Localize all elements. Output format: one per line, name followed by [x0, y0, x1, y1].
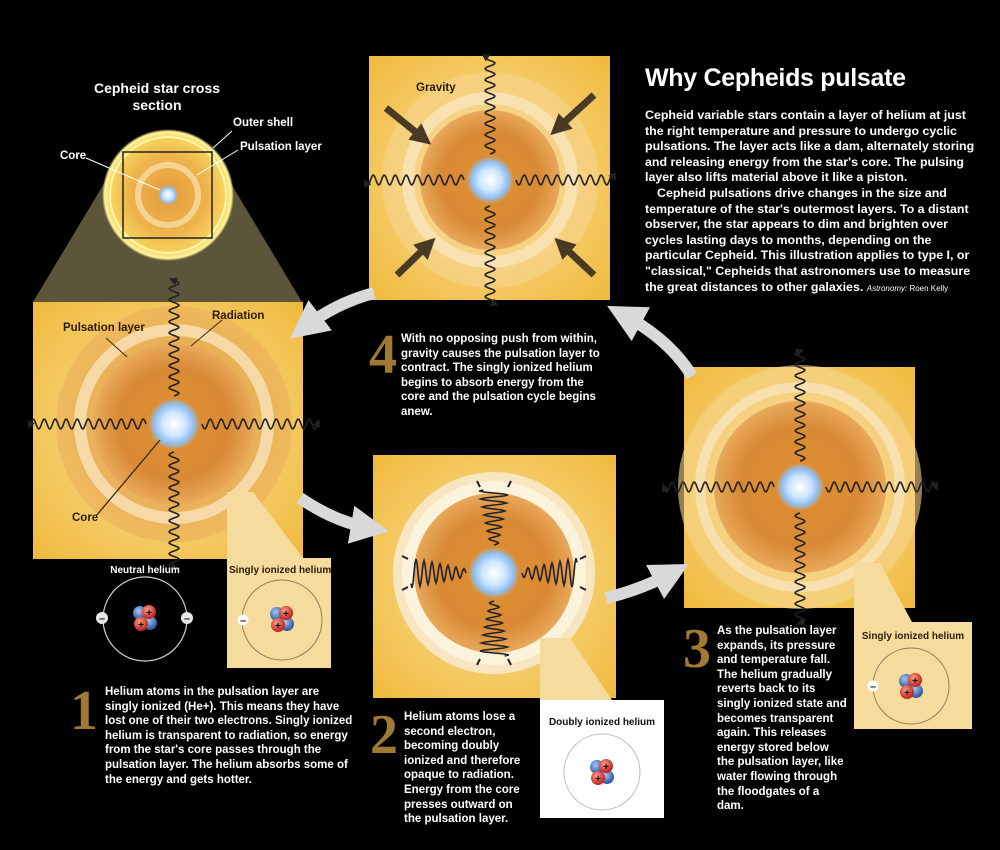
- proton: [134, 617, 148, 631]
- svg-text:–: –: [240, 615, 246, 627]
- proton-charge: +: [904, 688, 910, 699]
- neutral-helium-label: Neutral helium: [110, 565, 180, 576]
- inset-wedge-1: [227, 492, 303, 558]
- svg-text:–: –: [870, 681, 876, 693]
- proton-charge: +: [275, 621, 281, 632]
- proton: [271, 618, 285, 632]
- proton: [142, 605, 156, 619]
- trapped-radiation-wave: [477, 489, 510, 546]
- inset-box-doubly: [540, 700, 664, 818]
- wave-arrowhead: [579, 555, 587, 591]
- inset-wedge-2: [540, 638, 612, 700]
- radiation-wave: [364, 174, 465, 189]
- panel1-radiation-label: Radiation: [212, 310, 265, 322]
- step-2-text: Helium atoms lose a second electron, bec…: [404, 711, 521, 826]
- panel1-pulsation-label: Pulsation layer: [63, 322, 145, 334]
- cross-section-core-label: Core: [60, 150, 87, 162]
- proton-charge: +: [138, 620, 144, 631]
- cross-section-pulsation-label: Pulsation layer: [240, 141, 322, 153]
- radiation-wave: [201, 418, 321, 430]
- proton-charge: +: [603, 762, 609, 773]
- proton: [599, 759, 613, 773]
- outer-shell-label: Outer shell: [233, 117, 294, 129]
- credit-source: Astronomy:: [866, 283, 908, 293]
- trapped-radiation-wave: [521, 556, 578, 589]
- proton: [900, 685, 914, 699]
- panel1-core-label: Core: [72, 512, 99, 524]
- radiation-wave: [515, 171, 616, 186]
- radiation-wave: [481, 54, 496, 155]
- svg-text:–: –: [99, 613, 105, 625]
- radiation-wave: [794, 348, 806, 462]
- proton: [591, 771, 605, 785]
- credit: Astronomy: Roen Kelly: [867, 284, 948, 293]
- step-3-text: As the pulsation layer expands, its pres…: [717, 625, 847, 813]
- cross-section-title: Cepheid star cross section: [93, 80, 221, 113]
- proton-charge: +: [595, 774, 601, 785]
- doubly-ionized-label: Doubly ionized helium: [548, 717, 656, 728]
- trapped-radiation-wave: [478, 600, 511, 657]
- cycle-arrows: [289, 287, 698, 604]
- proton-charge: +: [912, 676, 918, 687]
- cross-section-star: [33, 129, 302, 302]
- radiation-wave: [794, 512, 806, 626]
- panel-4-contract: [364, 54, 616, 306]
- radiation-wave: [168, 277, 180, 397]
- step-4-number: 4: [369, 324, 397, 386]
- singly-ionized-atom: ++ –: [237, 579, 323, 661]
- credit-name: Roen Kelly: [909, 283, 949, 293]
- trapped-radiation-wave: [410, 557, 467, 590]
- radiation-wave: [825, 481, 939, 493]
- proton-charge: +: [283, 609, 289, 620]
- step-2-number: 2: [370, 704, 398, 766]
- step-1-number: 1: [70, 680, 98, 742]
- proton: [908, 673, 922, 687]
- panel-3-expanded: [661, 348, 939, 626]
- wave-arrowhead: [476, 658, 512, 666]
- svg-text:–: –: [184, 613, 190, 625]
- singly-ionized-label: Singly ionized helium: [229, 565, 332, 576]
- radiation-wave: [484, 205, 499, 306]
- singly-ionized-label-3: Singly ionized helium: [861, 631, 965, 642]
- proton-charge: +: [146, 608, 152, 619]
- radiation-wave: [27, 418, 147, 430]
- page-title: Why Cepheids pulsate: [645, 64, 906, 92]
- wave-arrowhead: [476, 480, 512, 488]
- radiation-wave: [661, 481, 775, 493]
- singly-ionized-atom-3: ++ –: [867, 647, 950, 725]
- inset-wedge-3: [854, 563, 912, 622]
- radiation-wave: [168, 451, 180, 571]
- wave-arrowhead: [401, 555, 409, 591]
- doubly-ionized-atom: ++: [563, 733, 641, 811]
- intro-paragraph-1: Cepheid variable stars contain a layer o…: [645, 108, 975, 185]
- proton: [279, 606, 293, 620]
- panel-1-transparent: [27, 277, 321, 571]
- intro-text: Cepheid variable stars contain a layer o…: [645, 108, 980, 296]
- step-4-text: With no opposing push from within, gravi…: [401, 333, 600, 418]
- step-1-text: Helium atoms in the pulsation layer are …: [105, 686, 353, 786]
- intro-paragraph-2-text: Cepheid pulsations drive changes in the …: [645, 185, 971, 294]
- neutral-helium-atom: ++ – –: [96, 576, 193, 662]
- intro-paragraph-2: Cepheid pulsations drive changes in the …: [645, 186, 980, 296]
- gravity-label: Gravity: [416, 82, 456, 94]
- step-3-number: 3: [683, 618, 711, 680]
